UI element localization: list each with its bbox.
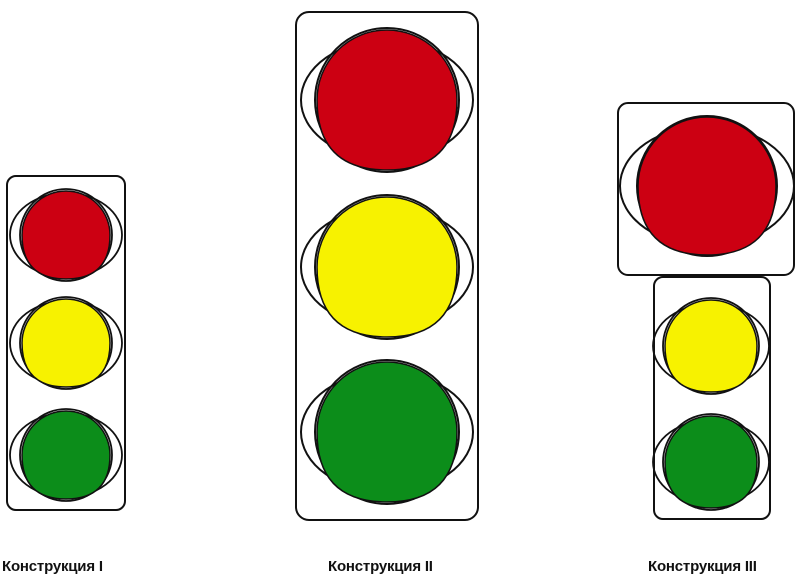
- red-lens: [317, 30, 457, 170]
- yellow-lens: [665, 300, 757, 392]
- traffic-light-construction-2: [296, 12, 478, 520]
- caption-construction-3: Конструкция III: [648, 558, 757, 575]
- traffic-light-construction-1: [7, 176, 125, 510]
- red-lens: [638, 117, 776, 255]
- yellow-lens: [317, 197, 457, 337]
- caption-construction-1: Конструкция I: [2, 558, 103, 575]
- red-lens: [22, 191, 110, 279]
- green-lens: [665, 416, 757, 508]
- green-lens: [22, 411, 110, 499]
- green-lens: [317, 362, 457, 502]
- caption-construction-2: Конструкция II: [328, 558, 433, 575]
- traffic-light-construction-3: [618, 103, 794, 519]
- yellow-lens: [22, 299, 110, 387]
